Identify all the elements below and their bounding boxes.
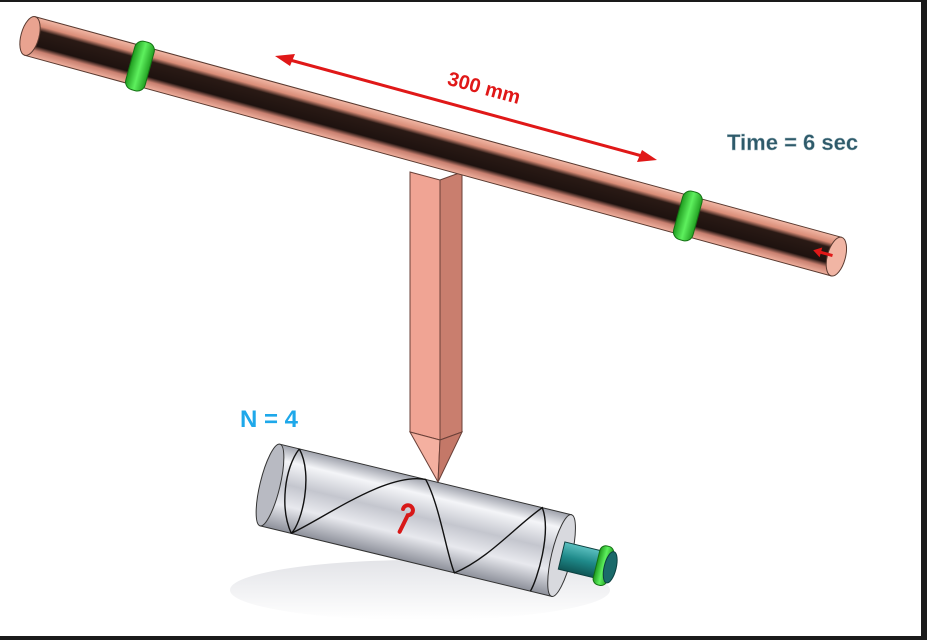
n-label: N = 4 xyxy=(240,406,299,433)
direction-arrow-icon xyxy=(813,247,833,258)
guide-ring-right xyxy=(672,190,703,242)
frame-border-top xyxy=(0,0,927,2)
stylus-stem xyxy=(408,171,463,484)
dimension-arrow xyxy=(275,54,657,162)
horizontal-rod xyxy=(19,16,848,277)
frame-border-right xyxy=(921,0,927,640)
drive-shaft xyxy=(557,541,618,586)
length-label: 300 mm xyxy=(445,68,523,109)
helix-curve xyxy=(284,448,547,592)
marker-icon xyxy=(397,503,415,534)
helix-cylinder xyxy=(255,443,618,597)
guide-ring-left xyxy=(125,40,155,92)
frame-border-bottom xyxy=(0,636,927,640)
time-label: Time = 6 sec xyxy=(727,130,858,155)
